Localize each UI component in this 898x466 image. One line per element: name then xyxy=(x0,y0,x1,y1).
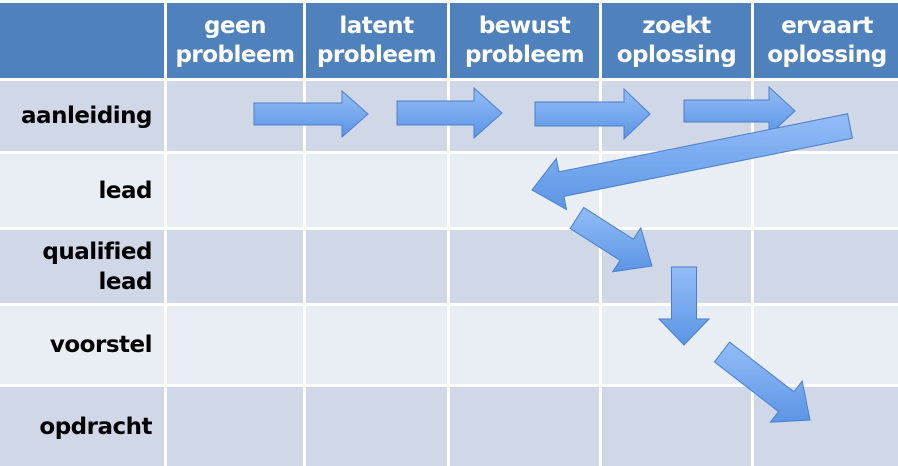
matrix-cell xyxy=(167,154,303,227)
column-header: latent probleem xyxy=(306,3,447,78)
matrix-cell xyxy=(167,387,303,466)
column-header: geen probleem xyxy=(167,3,303,78)
matrix-cell xyxy=(754,154,898,227)
arrow-right-icon xyxy=(534,87,651,141)
matrix-cell xyxy=(306,387,447,466)
column-header: ervaart oplossing xyxy=(754,3,898,78)
matrix-cell xyxy=(450,230,599,303)
row-label-label: aanleiding xyxy=(21,103,152,129)
matrix-cell xyxy=(167,306,303,384)
row-label: opdracht xyxy=(0,387,164,466)
matrix-cell xyxy=(754,306,898,384)
arrow-diagonal-down-icon xyxy=(569,206,653,273)
arrow-right-icon xyxy=(396,86,503,140)
matrix-cell xyxy=(754,230,898,303)
column-header-label: geen probleem xyxy=(175,12,295,68)
matrix-cell xyxy=(602,387,751,466)
row-label: lead xyxy=(0,154,164,227)
matrix-cell xyxy=(306,306,447,384)
header-corner xyxy=(0,3,164,78)
column-header: zoekt oplossing xyxy=(602,3,751,78)
matrix-cell xyxy=(450,306,599,384)
arrow-diagonal-down-icon xyxy=(713,341,811,423)
row-label-label: voorstel xyxy=(49,332,153,358)
column-header-label: latent probleem xyxy=(316,12,437,68)
row-label: qualified lead xyxy=(0,230,164,303)
matrix-cell xyxy=(306,230,447,303)
row-label-label: qualified lead xyxy=(42,238,152,295)
row-label: aanleiding xyxy=(0,81,164,151)
arrow-right-icon xyxy=(683,85,796,137)
matrix-cell xyxy=(306,154,447,227)
column-header: bewust probleem xyxy=(450,3,599,78)
column-header-label: zoekt oplossing xyxy=(616,12,737,68)
matrix-cell xyxy=(450,387,599,466)
arrow-right-icon xyxy=(253,89,369,139)
arrow-down-icon xyxy=(657,266,711,346)
row-label: voorstel xyxy=(0,306,164,384)
arrow-back-left-icon xyxy=(531,113,854,211)
column-header-label: ervaart oplossing xyxy=(767,12,887,68)
column-header-label: bewust probleem xyxy=(464,12,585,68)
matrix-cell xyxy=(167,230,303,303)
row-label-label: lead xyxy=(98,177,153,204)
row-label-label: opdracht xyxy=(39,413,152,440)
